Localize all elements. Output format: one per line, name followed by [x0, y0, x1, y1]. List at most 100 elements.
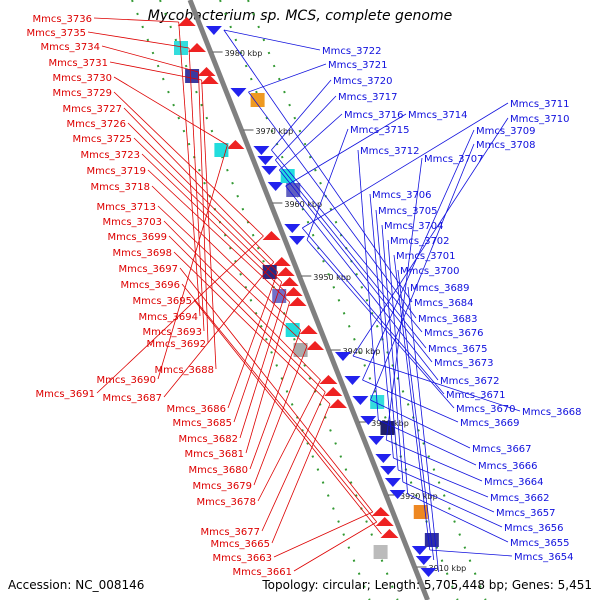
left-leader-line [109, 61, 202, 81]
left-leader-line [227, 271, 279, 409]
left-leader-line [193, 299, 382, 535]
red-gene-arrow [262, 231, 281, 240]
left-gene-label: Mmcs_3688 [154, 365, 214, 376]
blue-gene-arrow [261, 166, 278, 175]
right-leader-line [352, 355, 521, 412]
right-leader-line [393, 457, 489, 498]
blue-gene-arrow [375, 454, 392, 463]
blue-gene-arrow [205, 26, 222, 35]
blue-gene-arrow [284, 224, 301, 233]
blue-gene-arrow [230, 88, 247, 97]
right-leader-line [402, 481, 503, 528]
dotted-track [247, 0, 487, 600]
right-gene-label: Mmcs_3673 [434, 358, 494, 369]
red-gene-arrow [284, 287, 303, 296]
right-gene-label: Mmcs_3671 [446, 390, 506, 401]
left-leader-line [123, 107, 275, 263]
left-leader-line [163, 261, 275, 398]
genome-backbone [187, 0, 430, 600]
red-gene-arrow [280, 277, 299, 286]
red-gene-arrow [197, 67, 216, 76]
heatmap-square [373, 545, 388, 559]
red-gene-arrow [276, 267, 295, 276]
scale-label: 3980 kbp [225, 49, 263, 58]
right-gene-label: Mmcs_3654 [514, 552, 574, 563]
left-gene-label: Mmcs_3699 [107, 232, 167, 243]
right-leader-line [369, 193, 394, 459]
blue-gene-arrow [352, 396, 369, 405]
left-gene-label: Mmcs_3694 [138, 312, 198, 323]
heatmap-square [285, 323, 300, 337]
right-gene-label: Mmcs_3676 [424, 328, 484, 339]
right-gene-label: Mmcs_3670 [456, 404, 516, 415]
right-leader-line [386, 439, 483, 482]
left-gene-label: Mmcs_3687 [102, 393, 162, 404]
right-gene-label: Mmcs_3689 [410, 283, 470, 294]
left-leader-line [151, 185, 301, 331]
left-gene-label: Mmcs_3691 [35, 389, 95, 400]
scale-label: 3920 kbp [400, 492, 438, 501]
left-gene-label: Mmcs_3730 [52, 73, 112, 84]
right-leader-line [306, 239, 455, 409]
left-gene-label: Mmcs_3693 [142, 327, 202, 338]
page-title: Mycobacterium sp. MCS, complete genome [147, 8, 453, 24]
right-gene-label: Mmcs_3701 [396, 251, 456, 262]
right-leader-line [362, 129, 475, 381]
right-leader-line [271, 149, 423, 333]
scale-label: 3960 kbp [284, 200, 322, 209]
left-gene-label: Mmcs_3681 [184, 449, 244, 460]
blue-gene-arrow [334, 352, 351, 361]
red-gene-arrow [375, 517, 394, 526]
blue-gene-arrow [384, 478, 401, 487]
blue-gene-arrow [360, 416, 377, 425]
right-leader-line [393, 254, 431, 551]
red-gene-arrow [371, 507, 390, 516]
left-leader-line [198, 71, 209, 344]
dotted-track [219, 0, 459, 600]
red-gene-arrow [328, 399, 347, 408]
right-gene-label: Mmcs_3675 [428, 344, 488, 355]
right-leader-line [397, 469, 495, 513]
right-leader-line [407, 493, 509, 543]
left-gene-label: Mmcs_3698 [112, 248, 172, 259]
red-gene-arrow [272, 257, 291, 266]
right-gene-label: Mmcs_3717 [338, 92, 398, 103]
heatmap-square [174, 41, 189, 55]
right-leader-line [352, 117, 509, 357]
left-leader-line [261, 391, 326, 532]
left-gene-label: Mmcs_3723 [80, 150, 140, 161]
red-gene-arrow [200, 75, 219, 84]
heatmap-square [250, 93, 265, 107]
left-gene-label: Mmcs_3697 [118, 264, 178, 275]
right-gene-label: Mmcs_3657 [496, 508, 556, 519]
left-gene-label: Mmcs_3729 [52, 88, 112, 99]
right-leader-line [248, 63, 327, 93]
left-gene-label: Mmcs_3736 [32, 14, 92, 25]
right-gene-label: Mmcs_3710 [510, 114, 570, 125]
right-gene-label: Mmcs_3669 [460, 418, 520, 429]
dotted-track [131, 0, 371, 600]
scale-label: 3940 kbp [343, 347, 381, 356]
right-leader-line [407, 286, 439, 573]
heatmap-square [413, 505, 428, 519]
red-gene-arrow [188, 43, 207, 52]
genome-summary-text: Topology: circular; Length: 5,705,448 bp… [262, 578, 592, 592]
left-leader-line [181, 283, 378, 523]
right-leader-line [285, 113, 407, 187]
left-leader-line [188, 47, 205, 332]
left-leader-line [93, 17, 179, 23]
scale-label: 3950 kbp [313, 273, 351, 282]
right-leader-line [370, 399, 471, 449]
left-gene-label: Mmcs_3718 [90, 182, 150, 193]
right-leader-line [397, 269, 435, 561]
blue-gene-arrow [415, 556, 432, 565]
right-leader-line [279, 169, 433, 363]
red-gene-arrow [299, 325, 318, 334]
left-gene-label: Mmcs_3690 [96, 375, 156, 386]
left-gene-label: Mmcs_3731 [48, 58, 108, 69]
blue-gene-arrow [389, 490, 406, 499]
right-gene-label: Mmcs_3700 [400, 266, 460, 277]
right-leader-line [381, 224, 404, 483]
right-gene-label: Mmcs_3704 [384, 221, 444, 232]
